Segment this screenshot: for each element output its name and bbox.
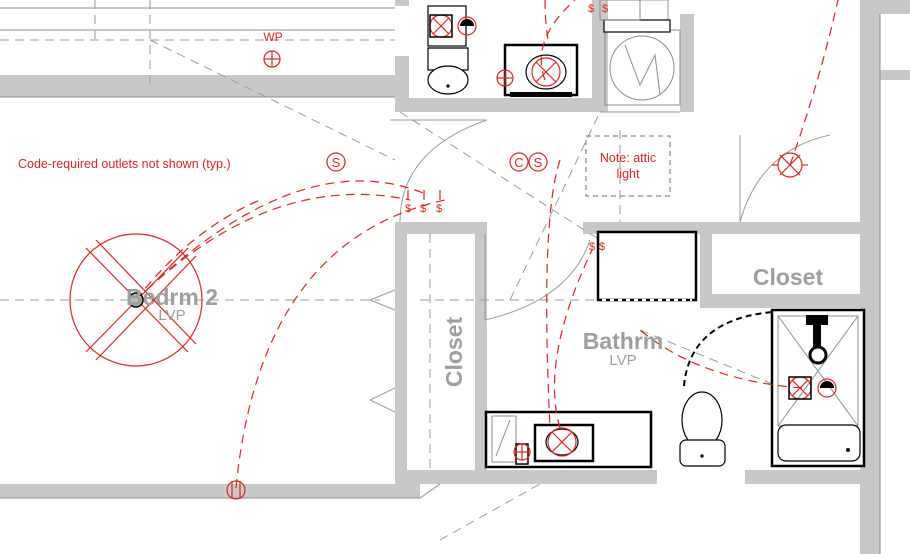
- bedroom-floor: LVP: [158, 307, 185, 324]
- bath-cabinet-icon: [596, 230, 698, 302]
- co-detector-icon: C: [509, 152, 529, 172]
- outlet-vanity-top-icon: [496, 69, 514, 87]
- exhaust-fan-shower-icon: [788, 376, 837, 400]
- labels: Code-required outlets not shown (typ.) N…: [18, 151, 823, 387]
- light-vanity-top-icon: [531, 57, 561, 87]
- switch-group-bath-icon: $ $: [589, 241, 605, 253]
- svg-text:$: $: [420, 203, 426, 215]
- svg-text:S: S: [534, 155, 543, 170]
- wall-edges: [0, 7, 881, 554]
- wp-outlet-icon: [263, 50, 281, 68]
- attic-note-line2: light: [617, 167, 640, 181]
- bathroom-floor: LVP: [609, 352, 636, 369]
- attic-note-line1: Note: attic: [600, 151, 656, 165]
- svg-text:$: $: [589, 241, 595, 253]
- fixtures: [427, 0, 866, 469]
- bathroom-name: Bathrm: [583, 328, 664, 354]
- svg-text:$: $: [405, 203, 411, 215]
- svg-text:S: S: [332, 155, 341, 170]
- smoke-detector-hall-icon: S: [528, 152, 548, 172]
- attic-note-box: [585, 135, 671, 197]
- wp-label: WP: [263, 30, 282, 44]
- toilet-top-icon: [427, 47, 469, 71]
- attic-light-icon: [772, 152, 808, 178]
- switch-group-top-icon: $ $: [588, 3, 608, 15]
- outlet-bottom-icon: [226, 480, 246, 500]
- svg-text:$: $: [602, 3, 608, 15]
- doors: [368, 0, 831, 413]
- outlet-vanity-bath-icon: [513, 443, 531, 461]
- electrical: WP S C S $ $ $: [69, 0, 839, 500]
- bedroom-name: Bedrm 2: [126, 284, 218, 310]
- switch-group-bedroom-icon: $ $ $: [405, 190, 442, 215]
- outlets-note: Code-required outlets not shown (typ.): [18, 157, 231, 171]
- exhaust-fan-top-icon: [429, 14, 477, 38]
- svg-text:$: $: [599, 241, 605, 253]
- closet-right-label: Closet: [753, 264, 824, 290]
- closet-left-label: Closet: [441, 317, 467, 388]
- svg-text:$: $: [436, 203, 442, 215]
- svg-text:C: C: [514, 155, 523, 170]
- svg-text:$: $: [588, 3, 594, 15]
- smoke-detector-icon: S: [326, 152, 346, 172]
- light-vanity-bath-icon: [547, 427, 577, 457]
- ceiling-fan-icon: [69, 233, 203, 367]
